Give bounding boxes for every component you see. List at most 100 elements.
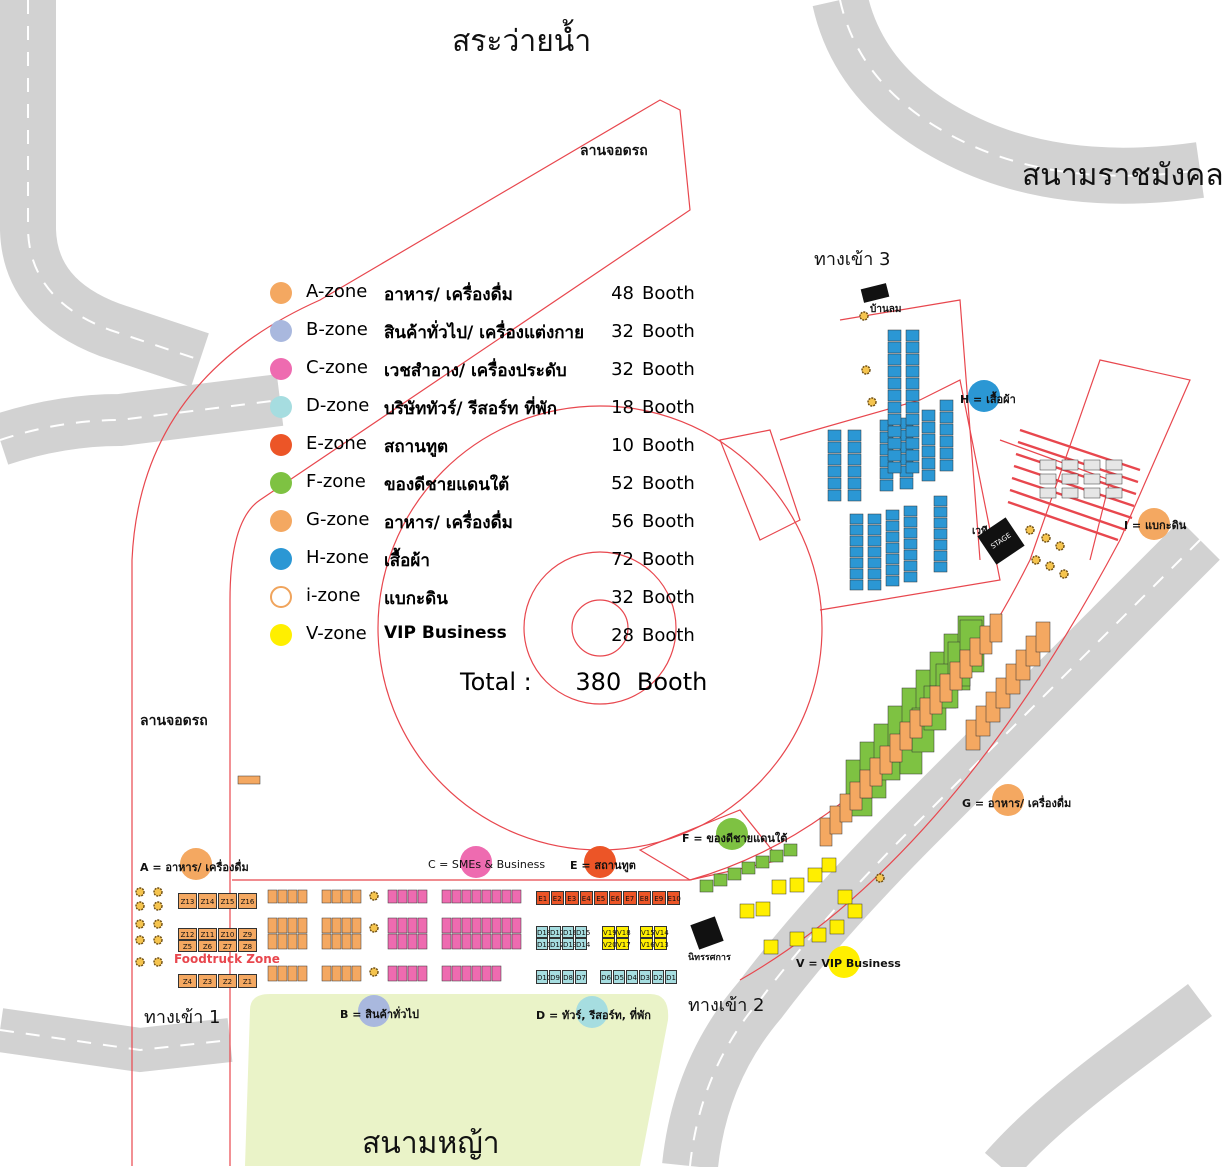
h-zone-booth bbox=[921, 433, 936, 446]
a-zone-booth bbox=[267, 965, 278, 982]
booth-cell: V15 bbox=[640, 926, 655, 938]
i-zone-booth bbox=[1083, 459, 1101, 471]
i-zone-booth bbox=[1105, 459, 1123, 471]
legend-color-dot bbox=[270, 320, 292, 342]
c-zone-booth bbox=[511, 917, 522, 934]
c-zone-booth bbox=[397, 917, 408, 934]
c-zone-booth bbox=[387, 965, 398, 982]
c-zone-booth bbox=[417, 933, 428, 950]
h-zone-booth bbox=[885, 531, 900, 543]
a-zone-booth bbox=[277, 933, 288, 950]
i-zone-booth bbox=[1105, 487, 1123, 499]
c-zone-booth bbox=[471, 965, 482, 982]
c-zone-booth bbox=[481, 917, 492, 934]
legend-desc: สินค้าทั่วไป/ เครื่องแต่งกาย bbox=[384, 323, 585, 343]
v-zone-booth bbox=[829, 919, 845, 935]
h-zone-booth bbox=[849, 579, 864, 591]
table-icon bbox=[135, 919, 145, 929]
c-zone-booth bbox=[407, 889, 418, 904]
h-zone-booth bbox=[827, 489, 842, 502]
h-zone-booth bbox=[847, 465, 862, 478]
legend-count: 56 bbox=[611, 511, 634, 532]
h-zone-booth bbox=[885, 542, 900, 554]
a-zone-booth bbox=[267, 933, 278, 950]
marker-c bbox=[460, 846, 492, 878]
h-zone-booth bbox=[867, 546, 882, 558]
marker-v bbox=[828, 946, 860, 978]
legend-count: 18 bbox=[611, 397, 634, 418]
i-zone-booth bbox=[1039, 473, 1057, 485]
booth-cell: D7 bbox=[575, 970, 587, 984]
h-zone-booth bbox=[903, 527, 918, 539]
booth-cell: Z4 bbox=[178, 974, 197, 988]
h-zone-booth bbox=[827, 453, 842, 466]
h-zone-booth bbox=[921, 445, 936, 458]
c-zone-booth bbox=[441, 917, 452, 934]
table-icon bbox=[135, 901, 145, 911]
h-zone-booth bbox=[867, 568, 882, 580]
marker-f-label: F = ของดีชายแดนใต้ bbox=[682, 832, 788, 845]
a-zone-booth bbox=[277, 889, 288, 904]
booth-cell: Z14 bbox=[198, 893, 217, 909]
total-booths: Total : 380 Booth bbox=[460, 668, 707, 696]
h-zone-booth bbox=[885, 575, 900, 587]
h-zone-booth bbox=[921, 421, 936, 434]
v-zone-booth bbox=[837, 889, 853, 905]
h-zone-booth bbox=[887, 425, 902, 438]
legend-desc: อาหาร/ เครื่องดื่ม bbox=[384, 513, 513, 533]
a-zone-booth bbox=[321, 917, 332, 934]
h-zone-booth bbox=[879, 419, 894, 432]
v-zone-booth bbox=[807, 867, 823, 883]
v-zone-booth bbox=[755, 901, 771, 917]
legend-zone: i-zone bbox=[306, 585, 361, 606]
i-zone-booth bbox=[1061, 459, 1079, 471]
h-zone-booth bbox=[905, 425, 920, 438]
table-icon bbox=[369, 891, 379, 901]
booth-cell: V16 bbox=[640, 938, 655, 950]
booth-cell: D2 bbox=[652, 970, 664, 984]
marker-v-label: V = VIP Business bbox=[796, 957, 901, 970]
h-zone-booth bbox=[939, 399, 954, 412]
a-zone-booth bbox=[297, 889, 308, 904]
h-zone-booth bbox=[939, 459, 954, 472]
table-icon bbox=[153, 887, 163, 897]
booth-cell: Z7 bbox=[218, 940, 237, 952]
table-icon bbox=[859, 311, 869, 321]
h-zone-booth bbox=[939, 411, 954, 424]
h-zone-booth bbox=[905, 389, 920, 402]
booth-cell: Z6 bbox=[198, 940, 217, 952]
booth-cell: E3 bbox=[565, 891, 579, 905]
c-zone-booth bbox=[471, 917, 482, 934]
legend-zone: A-zone bbox=[306, 281, 368, 302]
legend-zone: D-zone bbox=[306, 395, 370, 416]
marker-d-label: D = ทัวร์, รีสอร์ท, ที่พัก bbox=[536, 1009, 651, 1022]
gate-2-label: ทางเข้า 2 bbox=[688, 995, 765, 1016]
c-zone-booth bbox=[491, 889, 502, 904]
v-zone-booth bbox=[821, 857, 837, 873]
h-zone-booth bbox=[879, 455, 894, 468]
c-zone-booth bbox=[511, 889, 522, 904]
h-zone-booth bbox=[885, 564, 900, 576]
marker-g bbox=[992, 784, 1024, 816]
h-zone-booth bbox=[933, 495, 948, 507]
i-zone-booth bbox=[1039, 487, 1057, 499]
legend-unit: Booth bbox=[642, 359, 695, 380]
marker-g-label: G = อาหาร/ เครื่องดื่ม bbox=[962, 797, 1072, 810]
h-zone-booth bbox=[887, 341, 902, 354]
h-zone-booth bbox=[905, 377, 920, 390]
c-zone-booth bbox=[461, 889, 472, 904]
total-value: 380 bbox=[575, 668, 622, 696]
h-zone-booth bbox=[905, 437, 920, 450]
a-zone-booth bbox=[341, 889, 352, 904]
h-zone-booth bbox=[847, 489, 862, 502]
booth-cell: E8 bbox=[637, 891, 651, 905]
booth-cell: Z8 bbox=[238, 940, 257, 952]
booth-cell: V18 bbox=[616, 926, 631, 938]
booth-cell: D6 bbox=[600, 970, 612, 984]
road-left bbox=[0, 0, 209, 387]
marker-b bbox=[358, 995, 390, 1027]
c-zone-booth bbox=[397, 889, 408, 904]
h-zone-booth bbox=[887, 437, 902, 450]
